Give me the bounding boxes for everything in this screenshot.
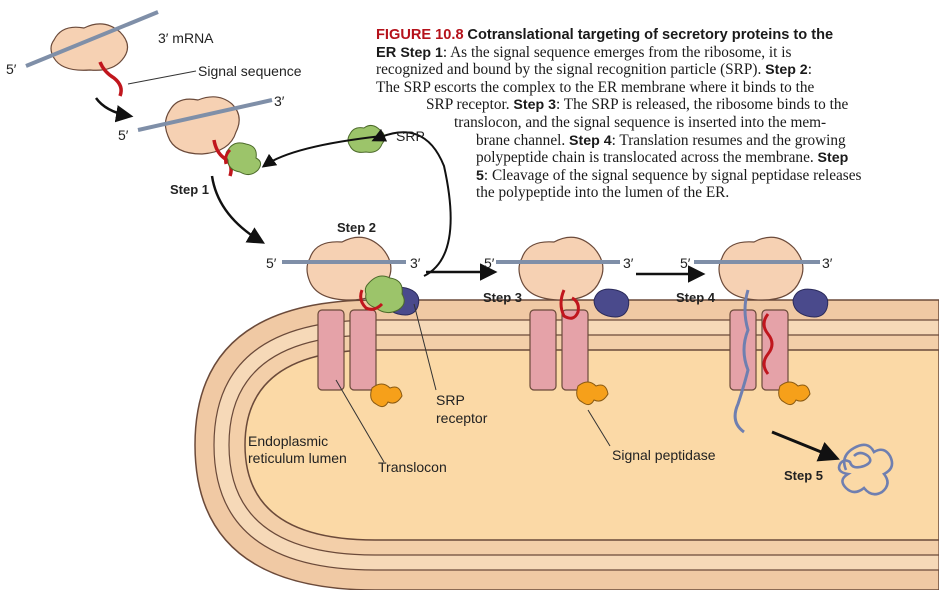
srp-receptor-shape — [593, 288, 630, 318]
srp-receptor-shape — [792, 288, 829, 318]
caption-title-er: ER — [376, 44, 401, 61]
caption-text: : Translation resumes and the growing — [611, 131, 846, 149]
ribosome-step3 — [496, 236, 620, 320]
caption-text: SRP receptor. — [426, 96, 514, 114]
ribosome-initial — [25, 10, 159, 97]
label-srp-receptor: receptor — [436, 410, 488, 426]
caption-line: SRP receptor. Step 3: The SRP is release… — [376, 96, 924, 114]
label-er-lumen: reticulum lumen — [248, 450, 347, 466]
translocon-channel — [529, 309, 589, 391]
label-step5: Step 5 — [784, 468, 823, 483]
label-3prime: 3′ — [822, 255, 833, 271]
caption-line: polypeptide chain is translocated across… — [376, 149, 924, 167]
label-5prime: 5′ — [484, 255, 495, 271]
caption-step-ref: Step 1 — [400, 44, 443, 61]
ribosome-step2 — [282, 236, 406, 314]
caption-text: translocon, and the signal sequence is i… — [454, 113, 827, 131]
label-step3: Step 3 — [483, 290, 522, 305]
caption-step-ref: Step 3 — [513, 97, 556, 114]
caption-text: recognized and bound by the signal recog… — [376, 61, 766, 79]
signal-peptidase-shape — [370, 383, 403, 408]
label-step2: Step 2 — [337, 220, 376, 235]
caption-text: : The SRP is released, the ribosome bind… — [555, 96, 849, 114]
caption-title-line: FIGURE 10.8 Cotranslational targeting of… — [376, 26, 924, 44]
label-er-lumen: Endoplasmic — [248, 433, 328, 449]
label-translocon: Translocon — [378, 459, 447, 475]
caption-line: recognized and bound by the signal recog… — [376, 61, 924, 79]
label-5prime: 5′ — [680, 255, 691, 271]
caption-text: brane channel. — [476, 131, 570, 149]
leader-lines — [127, 70, 611, 463]
caption-text: The SRP escorts the complex to the ER me… — [376, 78, 815, 96]
label-5prime: 5′ — [6, 61, 17, 77]
caption-step-ref: 5 — [476, 167, 484, 184]
caption-line: brane channel. Step 4: Translation resum… — [376, 132, 924, 150]
caption-line: ER Step 1: As the signal sequence emerge… — [376, 44, 924, 62]
released-polypeptide — [837, 443, 894, 496]
label-3prime-mrna: 3′ mRNA — [158, 30, 214, 46]
caption-line: 5: Cleavage of the signal sequence by si… — [376, 167, 924, 185]
figure-caption: FIGURE 10.8 Cotranslational targeting of… — [376, 26, 924, 202]
caption-line: the polypeptide into the lumen of the ER… — [376, 184, 924, 202]
caption-text: : As the signal sequence emerges from th… — [442, 43, 792, 61]
label-srp: SRP — [396, 128, 425, 144]
signal-peptidase-shape — [778, 381, 811, 406]
label-3prime: 3′ — [274, 93, 285, 109]
caption-text: the polypeptide into the lumen of the ER… — [476, 184, 730, 202]
ribosome-step4 — [694, 236, 820, 434]
caption-step-ref: Step 4 — [569, 132, 612, 149]
caption-text: : — [807, 61, 812, 79]
caption-step-ref: Step 2 — [765, 62, 808, 79]
caption-step-ref: Step — [817, 150, 849, 167]
label-signal-sequence: Signal sequence — [198, 63, 302, 79]
label-srp-receptor: SRP — [436, 392, 465, 408]
process-arrows — [94, 97, 840, 462]
label-5prime: 5′ — [266, 255, 277, 271]
caption-text: polypeptide chain is translocated across… — [476, 149, 818, 167]
label-3prime: 3′ — [623, 255, 634, 271]
label-step1: Step 1 — [170, 182, 209, 197]
ribosome-step1 — [137, 96, 273, 177]
signal-peptidase-shape — [576, 381, 609, 406]
label-signal-peptidase: Signal peptidase — [612, 447, 716, 463]
figure-number: FIGURE 10.8 — [376, 27, 464, 43]
caption-title: Cotranslational targeting of secretory p… — [467, 27, 834, 43]
translocon-channel — [317, 309, 377, 391]
caption-text: : Cleavage of the signal sequence by sig… — [483, 166, 862, 184]
caption-line: translocon, and the signal sequence is i… — [376, 114, 924, 132]
label-5prime: 5′ — [118, 127, 129, 143]
label-3prime: 3′ — [410, 255, 421, 271]
caption-line: The SRP escorts the complex to the ER me… — [376, 79, 924, 97]
label-step4: Step 4 — [676, 290, 716, 305]
caption-body: ER Step 1: As the signal sequence emerge… — [376, 44, 924, 202]
